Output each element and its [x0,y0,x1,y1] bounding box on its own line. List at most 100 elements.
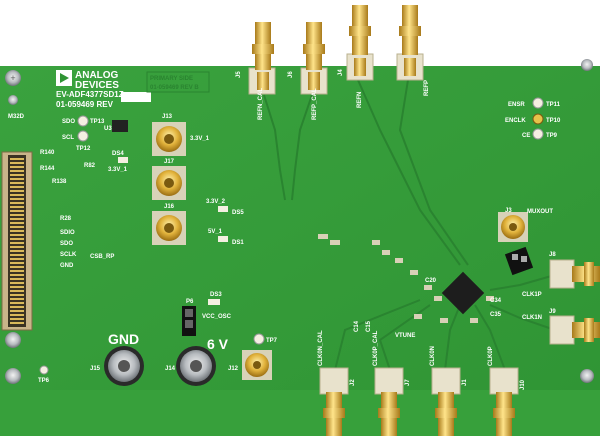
label-ce: CE [522,133,530,139]
test-point-tp12[interactable] [77,130,89,142]
jumper-p6[interactable] [182,306,196,336]
label-j16: J16 [164,204,175,210]
brand-line-2: DEVICES [75,80,119,91]
sma-connector-j17[interactable] [152,166,186,200]
header-pin [10,266,24,268]
sma-connector-j2[interactable] [319,367,349,436]
header-pin [10,198,24,200]
header-pin [10,170,24,172]
header-pin [10,322,24,324]
header-pin [10,246,24,248]
test-point-tp6[interactable] [39,365,49,375]
label-tp11: TP11 [546,102,561,108]
silk-label-box [121,92,151,102]
silk-box-line-1: PRIMARY SIDE [150,76,193,82]
board-rev: 01-059469 REV [56,100,114,109]
sma-connector-j10[interactable] [489,367,519,436]
label-c15: C15 [366,320,372,332]
label-ds4: DS4 [112,151,124,157]
rf-traces [263,79,556,371]
test-point-tp9[interactable] [532,128,544,140]
label-5v-1: 5V_1 [208,229,223,235]
label-tp6: TP6 [38,378,50,384]
header-pin [10,274,24,276]
sma-connector-j11[interactable] [396,5,424,81]
sma-connector-j7[interactable] [374,367,404,436]
header-pin [10,258,24,260]
header-pin [10,174,24,176]
label-j14: J14 [165,366,176,372]
sma-connector-j3[interactable] [498,212,528,242]
header-pin [10,166,24,168]
label-tp10: TP10 [546,118,561,124]
label-c14: C14 [354,320,360,332]
test-point-tp7[interactable] [253,333,265,345]
header-pin [10,194,24,196]
label-r82: R82 [84,163,96,169]
label-clk1n: CLK1N [522,315,542,321]
label-j1: J1 [462,379,468,386]
test-point-tp10[interactable] [532,113,544,125]
header-pin [10,298,24,300]
header-pin [10,294,24,296]
label-j12: J12 [228,366,239,372]
sma-connector-j8[interactable] [549,259,600,289]
header-pin [10,238,24,240]
label-sclk: SCLK [60,252,77,258]
label-ensr: ENSR [508,102,525,108]
header-pin [10,302,24,304]
label-vcc-osc: VCC_OSC [202,314,232,320]
label-ds1: DS1 [232,240,244,246]
mounting-hole-top-right [581,59,593,71]
board-name: EV-ADF4377SD1Z [56,90,124,99]
label-refn: REFN [357,92,363,108]
sma-connector-j4[interactable] [346,5,374,81]
banana-jack-6v-j14[interactable] [176,346,216,386]
label-refp-cal: REFP_CAL [312,88,318,120]
edge-connector-header[interactable] [1,151,33,331]
header-pin [10,182,24,184]
label-muxout: MUXOUT [527,209,553,215]
header-pin [10,318,24,320]
header-pin [10,218,24,220]
label-tp13: TP13 [90,119,105,125]
header-pin [10,178,24,180]
ic-adf4377 [441,271,485,315]
test-point-tp11[interactable] [532,97,544,109]
label-csb-rp: CSB_RP [90,254,114,260]
banana-jack-gnd-j15[interactable] [104,346,144,386]
header-pin [10,202,24,204]
sma-connector-j12[interactable] [242,350,272,380]
header-pin [10,222,24,224]
label-j3: J3 [505,208,512,214]
header-pin [10,242,24,244]
header-pin [10,206,24,208]
jumper-muxout[interactable] [504,246,534,276]
mounting-hole-mid-left [8,95,18,105]
label-refp: REFP [424,80,430,96]
label-j11: J11 [388,50,394,60]
header-pin [10,282,24,284]
label-j2: J2 [350,379,356,386]
label-j7: J7 [405,379,411,386]
header-pin [10,262,24,264]
label-r140: R140 [40,150,55,156]
label-r144: R144 [40,166,55,172]
label-ds3: DS3 [210,292,222,298]
test-point-tp13[interactable] [77,115,89,127]
svg-text:+: + [10,73,15,83]
sma-connector-j6[interactable] [300,22,328,95]
mounting-hole-bottom-left-2 [5,368,21,384]
silk-box-line-2: 01-059469 REV B [150,85,199,91]
header-pin [10,314,24,316]
sma-connector-j5[interactable] [248,22,276,95]
sma-connector-j9[interactable] [549,315,600,345]
sma-connector-j1[interactable] [431,367,461,436]
led-ds1 [218,236,228,242]
label-tp12: TP12 [76,146,91,152]
label-3v3-2: 3.3V_2 [206,199,226,205]
label-j5: J5 [236,71,242,78]
sma-connector-j13[interactable] [152,122,186,156]
sma-connector-j16[interactable] [152,211,186,245]
led-ds4 [118,157,128,163]
